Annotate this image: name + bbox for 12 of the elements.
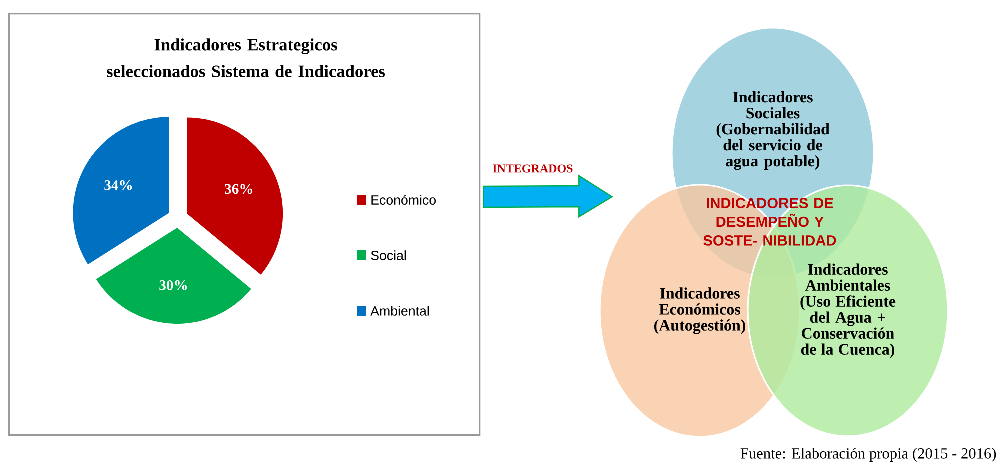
legend-label: Ambiental [370, 306, 429, 316]
legend-label: Social [371, 250, 406, 260]
chart-panel [8, 13, 481, 436]
overlap-label: INDICADORES DE DESEMPEÑO Y SOSTE- NIBILIDAD [704, 198, 836, 246]
source-caption: Fuente: Elaboración propia (2015 - 2016) [740, 448, 996, 462]
chart-title: Indicadores Estrategicos seleccionados Sistema de Indicadores [107, 38, 386, 78]
edge-label: INTEGRADOS [492, 164, 573, 173]
legend-label: Económico [372, 195, 436, 205]
data-label: 34% [104, 180, 132, 190]
block-arrow [482, 174, 614, 218]
data-label: 36% [225, 184, 252, 194]
data-label: 30% [160, 280, 188, 290]
